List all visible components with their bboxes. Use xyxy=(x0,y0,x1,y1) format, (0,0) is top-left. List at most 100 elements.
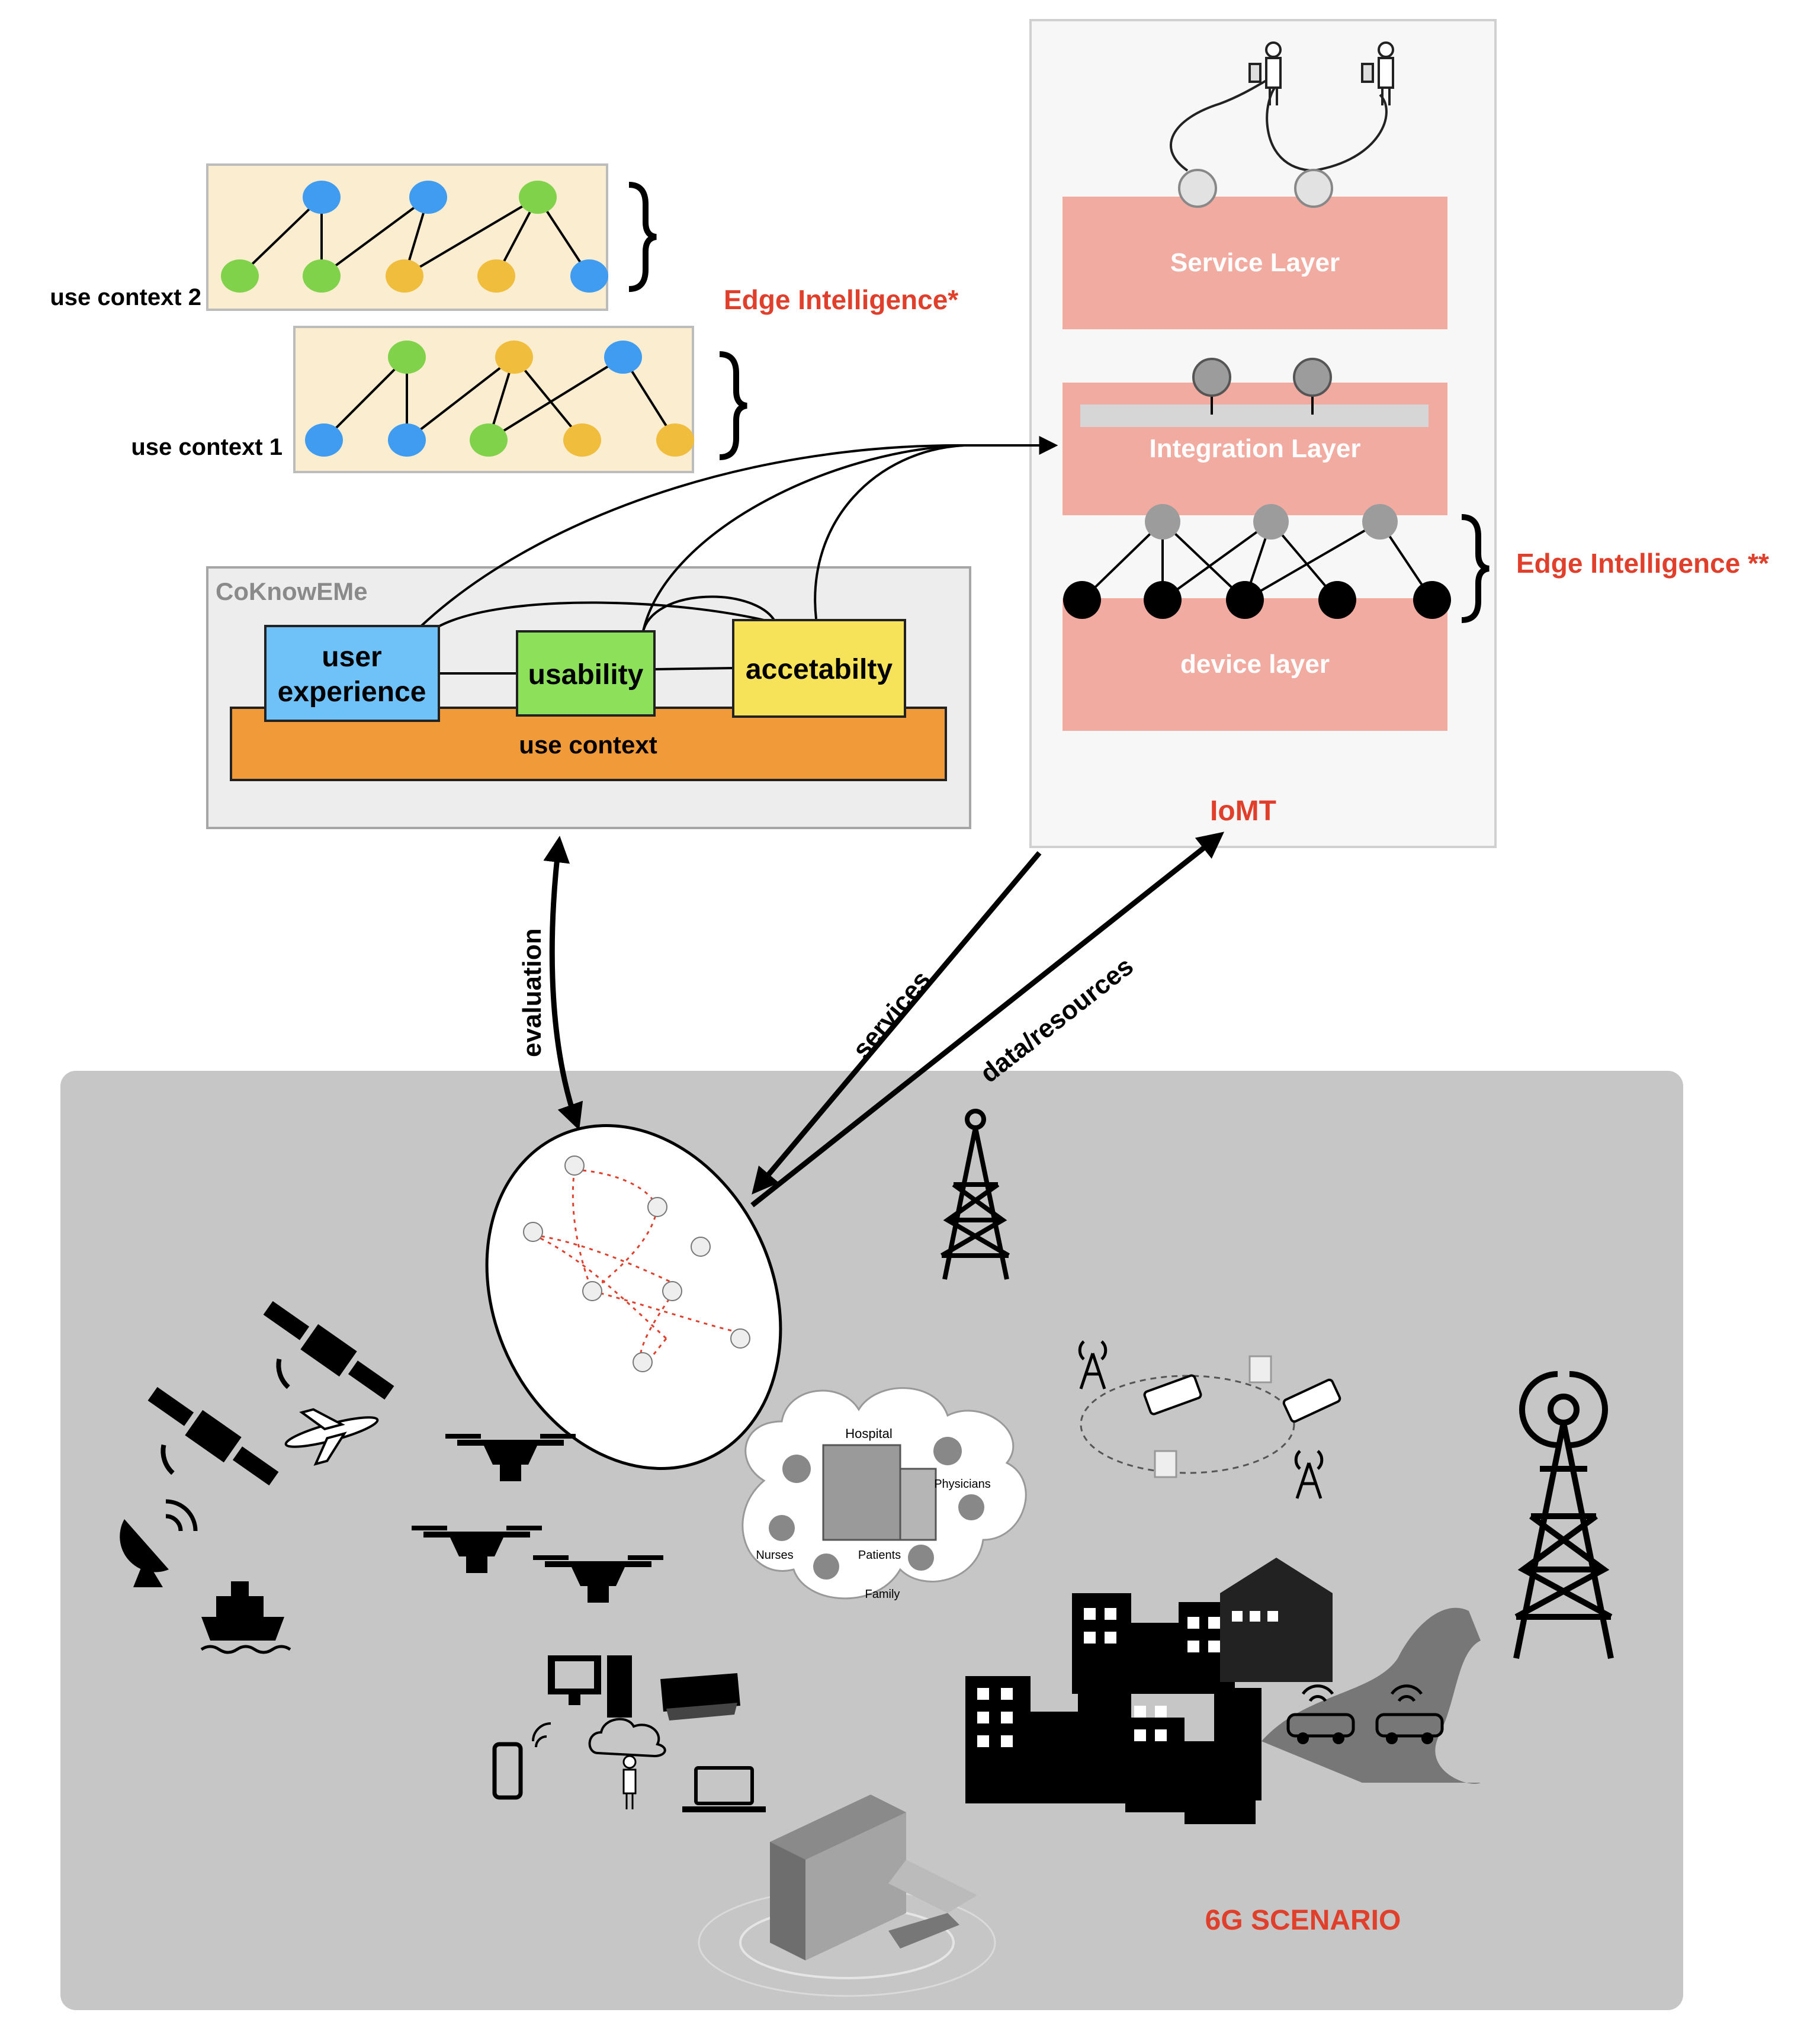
use-context-1-graph xyxy=(293,326,747,473)
data-resources-arrow xyxy=(750,832,1225,1208)
cell-tower-icon xyxy=(1513,1371,1614,1659)
device-node xyxy=(1318,581,1356,619)
laptop-icon xyxy=(682,1766,766,1812)
node xyxy=(303,259,341,293)
avatar xyxy=(782,1455,811,1483)
edge-intelligence-1-label: Edge Intelligence* xyxy=(724,284,958,315)
user-experience-label-line1: user xyxy=(322,641,381,673)
acceptability-box xyxy=(732,619,906,718)
airplane-icon xyxy=(284,1408,379,1466)
edge-node xyxy=(1362,504,1398,540)
avatar xyxy=(958,1494,984,1520)
device-node xyxy=(1063,581,1101,619)
person-icon xyxy=(582,1281,602,1301)
service-node xyxy=(1178,169,1217,208)
router-icon xyxy=(1248,1355,1272,1384)
satellite-dish-icon xyxy=(120,1499,198,1587)
edge-node xyxy=(1253,504,1289,540)
drone-icon xyxy=(533,1555,663,1603)
data-resources-label: data/resources xyxy=(975,952,1139,1089)
use-context-2-graph xyxy=(206,163,657,311)
evaluation-arrow xyxy=(543,836,583,1131)
node xyxy=(303,181,341,214)
antenna-icon xyxy=(1294,1450,1324,1499)
node xyxy=(221,259,259,293)
router-icon xyxy=(1154,1450,1177,1478)
coknoweme-title: CoKnowEMe xyxy=(216,577,368,605)
user-experience-label-line2: experience xyxy=(278,676,426,708)
services-label: services xyxy=(847,965,936,1064)
hospital-label: Hospital xyxy=(845,1426,892,1441)
satellite-icon xyxy=(263,1301,394,1400)
family-label: Family xyxy=(865,1588,900,1601)
link xyxy=(654,667,734,670)
smart-home-icon xyxy=(698,1795,996,1997)
service-node xyxy=(1294,169,1333,208)
person-icon xyxy=(622,1755,637,1809)
person-icon xyxy=(523,1222,543,1242)
person-icon xyxy=(633,1352,653,1372)
avatar xyxy=(813,1553,839,1580)
edge-node xyxy=(1145,504,1180,540)
smartphone-icon xyxy=(1143,1374,1202,1415)
acceptability-label: accetabilty xyxy=(746,654,893,685)
scenario-title: 6G SCENARIO xyxy=(1205,1905,1401,1936)
use-context-2-label: use context 2 xyxy=(50,284,201,310)
car-icon xyxy=(1375,1684,1444,1744)
smartphone-icon xyxy=(492,1722,551,1800)
person-icon xyxy=(647,1197,667,1217)
desktop-computer-icon xyxy=(548,1655,632,1718)
antenna-icon xyxy=(1078,1340,1108,1389)
cloud-icon xyxy=(588,1718,666,1758)
use-context-1-label: use context 1 xyxy=(131,434,283,460)
node xyxy=(386,259,423,293)
person-icon xyxy=(730,1328,750,1349)
car-icon xyxy=(1286,1684,1355,1744)
patients-label: Patients xyxy=(858,1549,901,1562)
usability-box xyxy=(516,630,656,717)
drone-icon xyxy=(412,1526,542,1573)
drone-icon xyxy=(445,1434,576,1481)
node xyxy=(477,259,515,293)
city-icon xyxy=(965,1558,1481,1824)
smartphone-icon xyxy=(1282,1378,1341,1423)
hospital-cloud xyxy=(742,1387,1027,1600)
evaluation-label: evaluation xyxy=(518,928,547,1057)
hospital-building-icon xyxy=(822,1444,901,1541)
node xyxy=(305,423,343,457)
cell-tower-icon xyxy=(940,1109,1010,1280)
physicians-label: Physicians xyxy=(934,1478,991,1491)
integration-layer-label: Integration Layer xyxy=(1150,434,1361,463)
satellite-icon xyxy=(147,1386,279,1486)
avatar xyxy=(769,1515,795,1541)
person-icon xyxy=(1361,41,1394,105)
node xyxy=(656,423,694,457)
iomt-label: IoMT xyxy=(1210,795,1276,827)
integration-nodes xyxy=(1192,358,1332,415)
device-node xyxy=(1413,581,1451,619)
node xyxy=(388,341,426,374)
node xyxy=(495,341,533,374)
person-icon xyxy=(662,1281,682,1301)
node xyxy=(409,181,447,214)
vr-headset-icon xyxy=(660,1673,740,1721)
device-node xyxy=(1226,581,1264,619)
person-icon xyxy=(1248,41,1282,105)
device-node xyxy=(1144,581,1182,619)
node xyxy=(570,259,608,293)
integration-bar xyxy=(1080,405,1429,427)
device-layer-box xyxy=(1063,598,1447,731)
person-icon xyxy=(564,1155,585,1176)
node xyxy=(519,181,557,214)
use-context-bar-label: use context xyxy=(519,731,657,759)
node xyxy=(563,423,601,457)
person-icon xyxy=(691,1237,711,1257)
avatar xyxy=(933,1437,962,1465)
services-arrow xyxy=(752,851,1042,1195)
iomt-user-icons xyxy=(1170,41,1394,172)
wireless-network-ring xyxy=(1078,1340,1341,1499)
service-layer-box xyxy=(1063,197,1447,329)
node xyxy=(388,423,426,457)
brace xyxy=(1461,514,1490,623)
